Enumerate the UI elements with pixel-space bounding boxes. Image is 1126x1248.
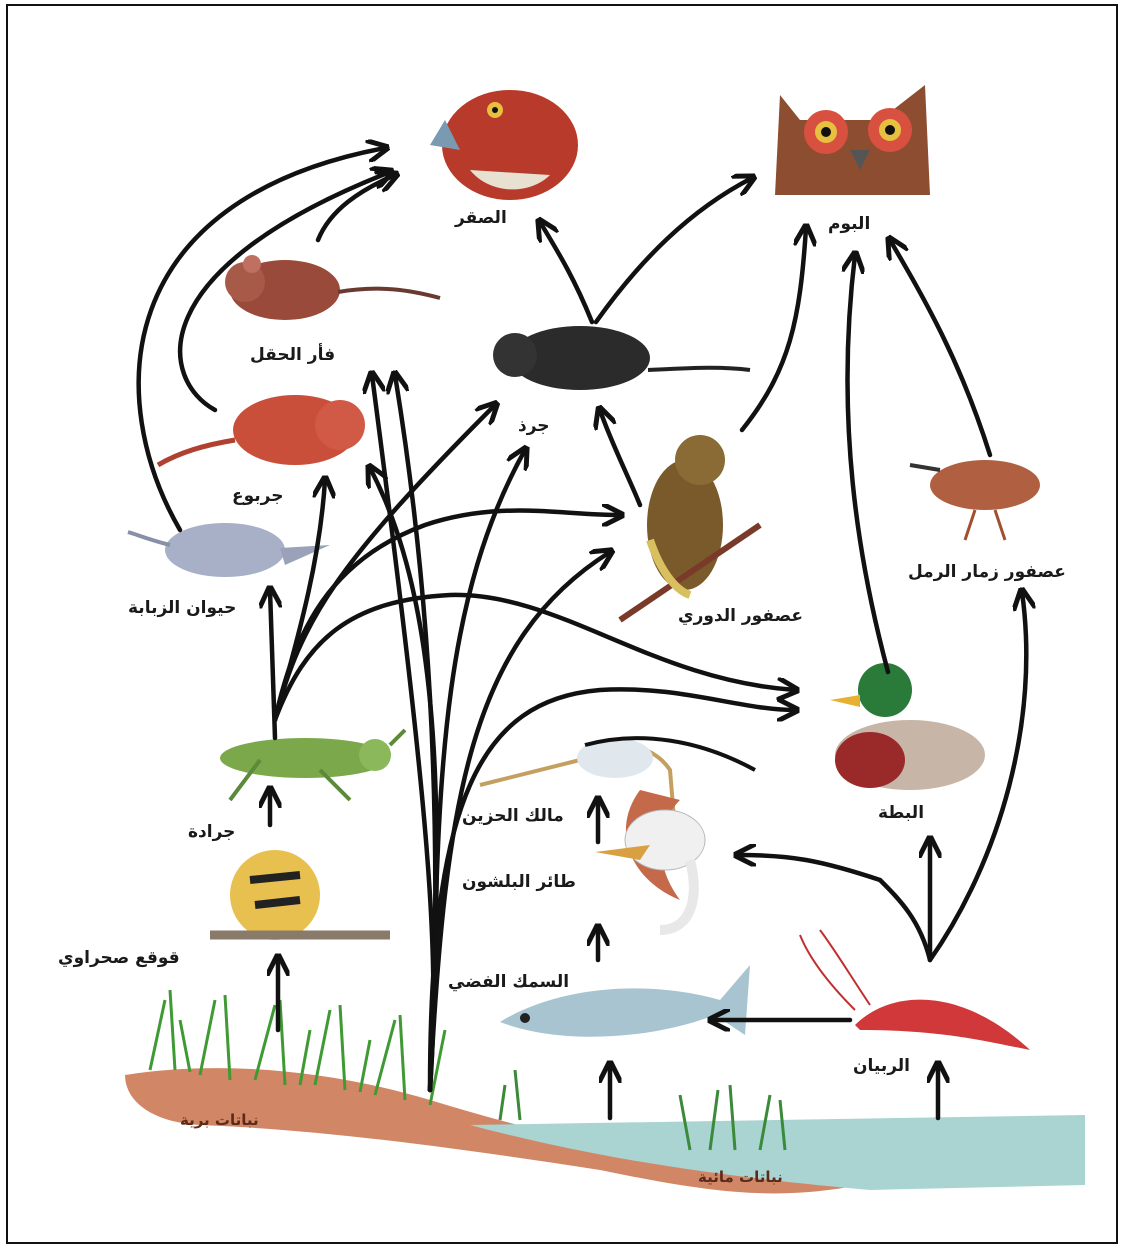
label-shrew: حيوان الزبابة xyxy=(128,598,236,618)
label-water-plants: نباتات مائية xyxy=(698,1168,783,1186)
sparrow-figure xyxy=(620,435,760,620)
label-grasshopper: جرادة xyxy=(188,822,235,842)
sandpiper-figure xyxy=(910,460,1040,540)
owl-figure xyxy=(775,85,930,195)
label-sparrow: عصفور الدوري xyxy=(678,606,803,626)
label-jerboa: جربوع xyxy=(232,486,283,506)
label-rat: جرذ xyxy=(518,416,550,436)
label-duck: البطة xyxy=(878,803,924,823)
label-hawk: الصقر xyxy=(455,208,507,228)
rat-figure xyxy=(493,326,750,390)
label-owl: البوم xyxy=(828,214,870,234)
label-heron: مالك الحزين xyxy=(462,806,564,826)
label-sandpiper: عصفور زمار الرمل xyxy=(908,562,1066,582)
label-snail: قوقع صحراوي xyxy=(58,948,180,968)
jerboa-figure xyxy=(158,395,365,465)
duck-figure xyxy=(830,663,985,790)
label-silverfish: السمك الفضي xyxy=(448,972,569,992)
label-field-mouse: فأر الحقل xyxy=(250,345,335,365)
label-land-plants: نباتات برية xyxy=(180,1111,259,1129)
field-mouse-figure xyxy=(225,255,440,320)
snail-figure xyxy=(210,850,390,940)
shrew-figure xyxy=(128,523,330,577)
label-shrimp: الربيان xyxy=(853,1056,910,1076)
label-pelican: طائر البلشون xyxy=(462,872,576,892)
hawk-figure xyxy=(430,90,578,200)
shrimp-figure xyxy=(800,930,1030,1050)
grasshopper-figure xyxy=(220,730,405,800)
